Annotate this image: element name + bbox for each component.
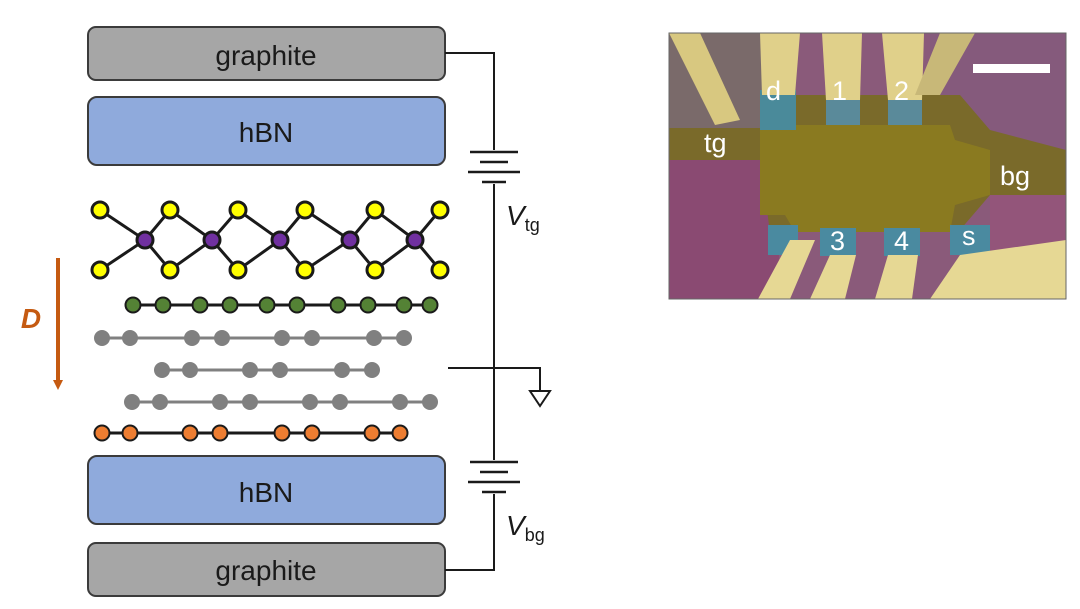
tmd-monolayer [90,200,450,280]
chalcogen-atom [160,200,180,220]
contact-label-d: d [766,76,781,106]
graphene-layer-gray-3 [124,394,438,410]
chalcogen-atom [90,200,110,220]
chalcogen-atom [228,200,248,220]
graphene-layer-gray-1 [94,330,412,346]
chalcogen-atom [365,260,385,280]
contact-label-bg: bg [1000,161,1030,191]
contact-label-tg: tg [704,128,727,158]
top-hbn-layer: hBN [87,96,446,166]
chalcogen-atom [90,260,110,280]
chalcogen-atom [295,260,315,280]
metal-atom [340,230,360,250]
chalcogen-atom [160,260,180,280]
contact-label-1: 1 [832,76,847,106]
field-label: D [21,303,41,334]
top-hbn-label: hBN [239,117,293,148]
metal-atom [270,230,290,250]
graphene-layer-green [124,296,439,314]
bottom-hbn-label: hBN [239,477,293,508]
bottom-graphite-label: graphite [215,555,316,586]
bottom-graphite-layer: graphite [87,542,446,597]
chalcogen-atom [430,200,450,220]
chalcogen-atom [228,260,248,280]
metal-atom [202,230,222,250]
chalcogen-atom [365,200,385,220]
contact-label-3: 3 [830,226,845,256]
metal-atom [405,230,425,250]
bottom-hbn-layer: hBN [87,455,446,525]
ground-icon [528,390,552,408]
scale-bar [973,64,1050,73]
contact-label-4: 4 [894,226,909,256]
chalcogen-atom [295,200,315,220]
top-graphite-layer: graphite [87,26,446,81]
top-graphite-label: graphite [215,40,316,71]
contact-label-2: 2 [894,76,909,106]
displacement-field-arrow: D [21,258,63,390]
chalcogen-atom [430,260,450,280]
graphene-layer-orange [93,424,409,442]
bottom-gate-voltage-label: Vbg [506,510,545,545]
graphene-layer-gray-2 [154,362,380,378]
metal-atom [135,230,155,250]
contact-label-s: s [962,221,976,251]
gate-circuit [445,52,541,571]
top-gate-voltage-label: Vtg [506,200,540,235]
device-micrograph: d 1 2 tg bg 3 4 s [668,32,1067,300]
